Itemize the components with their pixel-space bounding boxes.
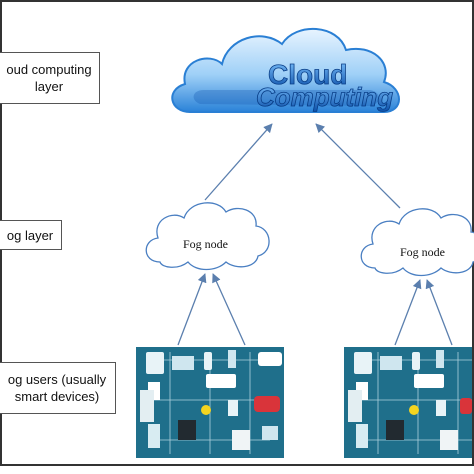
arrow-devices2-to-fog2-a — [394, 279, 422, 346]
fog-users-label-line2: smart devices) — [14, 389, 100, 404]
fog-node-right-cloud-icon — [360, 208, 474, 277]
arrow-devices2-to-fog2-b — [425, 279, 453, 346]
smart-devices-panel-right — [344, 347, 472, 458]
device-stove-icon-2 — [440, 430, 458, 450]
device-lightbulb-icon — [201, 405, 211, 415]
frame-bottom-border — [0, 464, 474, 466]
fog-node-left-label: Fog node — [183, 237, 228, 251]
smart-devices-panel-left — [136, 347, 284, 458]
cloud-logo-word1: Cloud — [268, 59, 347, 90]
cloud-layer-label-line1: oud computing — [6, 62, 92, 77]
cloud-layer-label-line2: layer — [34, 79, 64, 94]
device-plug-icon — [228, 350, 236, 368]
fog-node-left-cloud-icon — [145, 202, 270, 271]
device-smartwatch-icon — [258, 352, 282, 366]
device-stove-icon — [232, 430, 250, 450]
fog-node-right-label: Fog node — [400, 245, 445, 259]
fog-layer-label-line1: og layer — [6, 227, 54, 243]
device-drone-icon — [262, 426, 278, 440]
arrow-devices1-to-fog1-b — [212, 273, 246, 346]
device-thermostat-icon-2 — [436, 400, 446, 416]
device-air-conditioner-icon-2 — [414, 374, 444, 388]
fog-users-label-line1: og users (usually — [7, 372, 107, 387]
device-sensor-icon — [204, 352, 212, 370]
device-tablet-icon-2 — [356, 424, 368, 448]
device-laptop-icon — [172, 356, 194, 370]
device-thermostat-icon — [228, 400, 238, 416]
device-phone-icon — [146, 352, 164, 374]
cloud-logo-word2: Computing — [256, 82, 393, 112]
device-lightbulb-icon-2 — [409, 405, 419, 415]
fog-node-right: Fog node — [360, 208, 474, 277]
device-coffee-machine-icon — [178, 420, 196, 440]
device-fridge-icon-2 — [348, 390, 362, 422]
fog-node-left: Fog node — [145, 202, 270, 271]
device-phone-icon-2 — [354, 352, 372, 374]
device-car-icon — [254, 396, 280, 412]
device-laptop-icon-2 — [380, 356, 402, 370]
arrow-fog2-to-cloud — [315, 123, 401, 209]
device-air-conditioner-icon — [206, 374, 236, 388]
arrow-devices1-to-fog1-a — [177, 273, 207, 346]
cloud-layer-label: oud computing layer — [0, 52, 100, 104]
device-plug-icon-2 — [436, 350, 444, 368]
cloud-icon — [171, 28, 400, 113]
arrow-fog1-to-cloud — [204, 123, 273, 201]
device-car-icon-2 — [460, 398, 472, 414]
fog-users-label: og users (usually smart devices) — [0, 362, 116, 414]
device-tablet-icon — [148, 424, 160, 448]
fog-layer-label: og layer — [0, 220, 62, 250]
cloud-computing-logo: Cloud Computing — [171, 28, 400, 113]
frame-top-border — [0, 0, 474, 2]
device-sensor-icon-2 — [412, 352, 420, 370]
device-fridge-icon — [140, 390, 154, 422]
device-coffee-machine-icon-2 — [386, 420, 404, 440]
